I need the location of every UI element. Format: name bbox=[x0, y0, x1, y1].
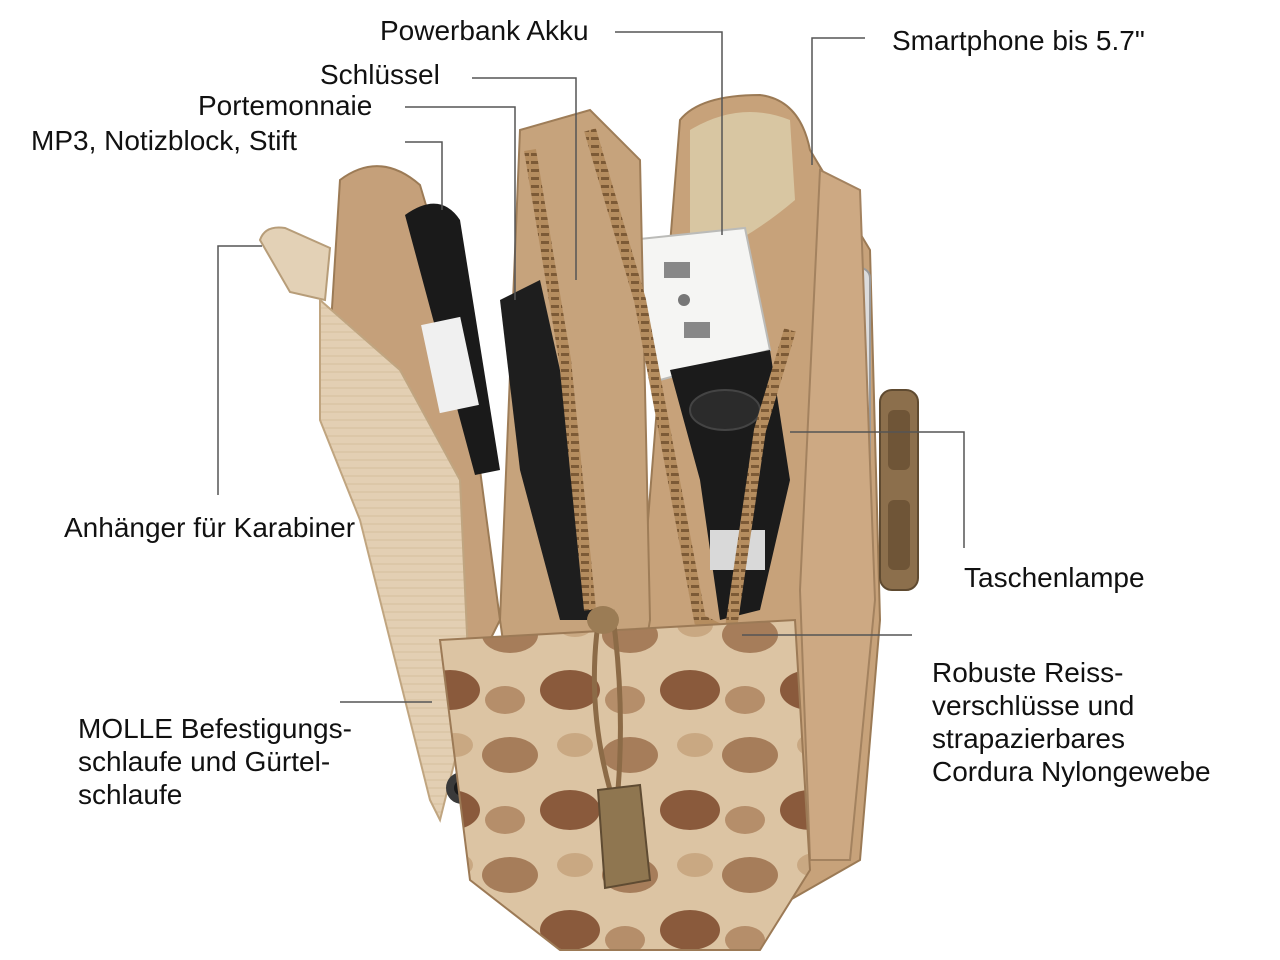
wallet-keys bbox=[500, 280, 595, 620]
label-molle: MOLLE Befestigungs- schlaufe und Gürtel-… bbox=[78, 713, 352, 810]
middle-zipper bbox=[524, 149, 596, 611]
leader-mp3 bbox=[405, 141, 443, 210]
leader-lines bbox=[217, 31, 965, 703]
side-buckle bbox=[879, 389, 919, 591]
molle-webbing bbox=[319, 297, 472, 823]
leader-smartphone bbox=[811, 37, 865, 165]
leader-portemonnaie bbox=[405, 106, 516, 300]
camo-panel bbox=[438, 618, 812, 951]
label-mp3: MP3, Notizblock, Stift bbox=[31, 125, 298, 156]
carabiner-loop bbox=[258, 226, 332, 302]
leader-taschenlampe bbox=[790, 431, 965, 548]
label-robuste: Robuste Reiss- verschlüsse und strapazie… bbox=[932, 657, 1211, 787]
label-anhaenger: Anhänger für Karabiner bbox=[64, 512, 356, 543]
leader-schluessel bbox=[472, 77, 577, 280]
label-taschenlampe: Taschenlampe bbox=[964, 562, 1145, 593]
label-powerbank: Powerbank Akku bbox=[380, 15, 589, 46]
leader-anhaenger bbox=[217, 245, 262, 495]
back-pocket-lining bbox=[690, 112, 795, 250]
label-portemonnaie: Portemonnaie bbox=[198, 90, 373, 121]
label-smartphone: Smartphone bis 5.7" bbox=[892, 25, 1145, 56]
leader-powerbank bbox=[615, 31, 723, 235]
side-strap bbox=[798, 168, 877, 861]
label-schluessel: Schlüssel bbox=[320, 59, 440, 90]
pen bbox=[405, 203, 500, 476]
zipper-puller bbox=[587, 606, 652, 890]
